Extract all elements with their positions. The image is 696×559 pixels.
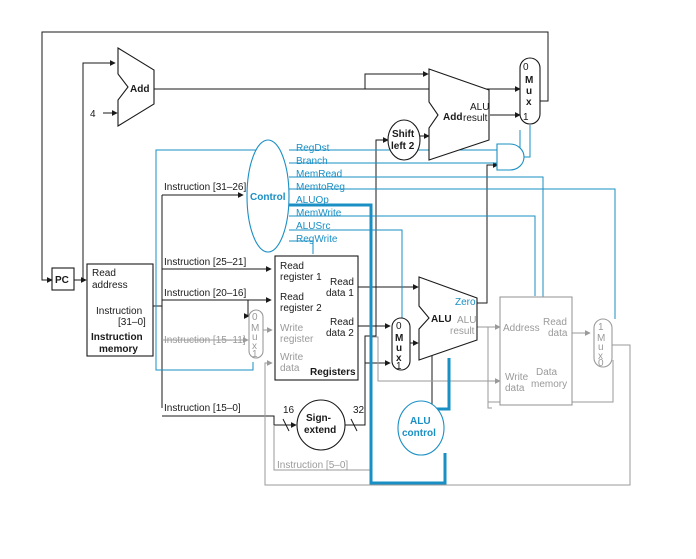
branch-adder-result-bottom: result	[463, 113, 488, 124]
alu-mux-u: u	[396, 343, 402, 354]
sign-extend-bottom: extend	[304, 425, 336, 436]
instruction-memory: Read address Instruction [31–0] Instruct…	[86, 263, 154, 357]
sign-extend: Sign- extend	[296, 399, 346, 451]
dm-write-b: data	[505, 383, 525, 394]
branch-mux: 0 M u x 1	[519, 57, 541, 125]
alu-mux-bottom: 1	[396, 361, 402, 372]
rf-read-data-1-b: data 1	[326, 288, 354, 299]
field-20-16: Instruction [20–16]	[164, 288, 246, 299]
sign-extend-bits-in: 16	[283, 405, 295, 416]
rf-read-data-2-a: Read	[330, 317, 354, 328]
dm-read-a: Read	[543, 317, 567, 328]
field-25-21: Instruction [25–21]	[164, 257, 246, 268]
mem-mux-bottom: 0	[598, 358, 604, 369]
control-signal-labels: RegDst Branch MemRead MemtoReg ALUOp Mem…	[296, 143, 345, 245]
rf-write-reg-b: register	[280, 334, 314, 345]
im-title-1: Instruction	[91, 332, 143, 343]
mem-mux-u: u	[598, 342, 604, 353]
rf-read-reg-2-a: Read	[280, 292, 304, 303]
alu-label: ALU	[431, 314, 452, 325]
sign-extend-bits-out: 32	[353, 405, 365, 416]
pc-adder: Add	[117, 47, 155, 127]
rf-read-reg-1-b: register 1	[280, 272, 322, 283]
branch-mux-bottom: 1	[523, 112, 529, 123]
reg-mux-x: x	[252, 341, 257, 352]
alu-mux-x: x	[396, 353, 402, 364]
alu-result-top: ALU	[457, 315, 476, 326]
signal-regwrite: RegWrite	[296, 234, 338, 245]
instruction-field-labels: Instruction [31–26] Instruction [25–21] …	[164, 182, 348, 471]
im-title-2: memory	[99, 344, 138, 355]
shift-left-bottom: left 2	[391, 141, 415, 152]
pc-label: PC	[55, 275, 69, 286]
signal-memread: MemRead	[296, 169, 342, 180]
branch-mux-x: x	[526, 97, 532, 108]
field-15-0: Instruction [15–0]	[164, 403, 241, 414]
dm-write-a: Write	[505, 372, 529, 383]
program-counter: PC	[51, 267, 75, 291]
data-memory: Address Read data Write data Data memory	[499, 296, 573, 406]
shift-left-top: Shift	[392, 129, 415, 140]
dm-title-1: Data	[536, 367, 558, 378]
branch-mux-u: u	[526, 86, 532, 97]
im-bits: [31–0]	[118, 317, 146, 328]
reg-mux-m: M	[251, 323, 259, 334]
branch-mux-top: 0	[523, 62, 529, 73]
rf-read-reg-1-a: Read	[280, 261, 304, 272]
im-read: Read	[92, 268, 116, 279]
rf-write-data-a: Write	[280, 352, 304, 363]
im-instruction: Instruction	[96, 306, 142, 317]
rf-title: Registers	[310, 367, 356, 378]
constant-four: 4	[90, 109, 96, 120]
branch-mux-m: M	[525, 75, 533, 86]
rf-read-reg-2-b: register 2	[280, 303, 322, 314]
alu-mux-top: 0	[396, 321, 402, 332]
signal-branch: Branch	[296, 156, 328, 167]
field-15-11: Instruction [15–11]	[164, 335, 246, 346]
alu-result-bottom: result	[450, 326, 475, 337]
signal-regdst: RegDst	[296, 143, 330, 154]
register-file: Read register 1 Read register 2 Write re…	[274, 255, 359, 381]
branch-adder-label: Add	[443, 112, 462, 123]
field-5-0: Instruction [5–0]	[277, 460, 348, 471]
dm-read-b: data	[548, 328, 568, 339]
control-label: Control	[250, 192, 286, 203]
rf-read-data-2-b: data 2	[326, 328, 354, 339]
control-unit: Control	[246, 139, 290, 253]
mem-mux-top: 1	[598, 322, 604, 333]
alusrc-mux: 0 M u x 1	[391, 317, 411, 372]
pc-adder-label: Add	[130, 84, 149, 95]
alu-control-top: ALU	[410, 416, 431, 427]
reg-mux-top: 0	[252, 312, 258, 323]
signal-memwrite: MemWrite	[296, 208, 342, 219]
alu: ALU Zero ALU result	[418, 276, 478, 361]
branch-adder: Add ALU result	[428, 68, 490, 161]
im-address: address	[92, 280, 128, 291]
alu-mux-m: M	[395, 333, 403, 344]
field-31-26: Instruction [31–26]	[164, 182, 246, 193]
memtoreg-mux: 1 M u x 0	[593, 318, 613, 369]
and-gate	[496, 143, 525, 171]
signal-aluop: ALUOp	[296, 195, 329, 206]
shift-left-2: Shift left 2	[387, 119, 421, 161]
reg-mux-bottom: 1	[252, 349, 258, 360]
mem-mux-x: x	[598, 351, 603, 362]
alu-control-bottom: control	[402, 428, 436, 439]
alu-control: ALU control	[397, 400, 445, 456]
dm-title-2: memory	[531, 379, 567, 390]
sign-extend-top: Sign-	[306, 413, 331, 424]
mem-mux-m: M	[597, 333, 605, 344]
signal-alusrc: ALUSrc	[296, 221, 330, 232]
rf-read-data-1-a: Read	[330, 277, 354, 288]
rf-write-reg-a: Write	[280, 323, 304, 334]
branch-adder-result-top: ALU	[470, 102, 489, 113]
dm-address: Address	[503, 323, 540, 334]
alu-zero-label: Zero	[455, 297, 476, 308]
rf-write-data-b: data	[280, 363, 300, 374]
signal-memtoreg: MemtoReg	[296, 182, 345, 193]
regdst-mux: 0 M u x 1	[248, 309, 264, 360]
reg-mux-u: u	[252, 332, 258, 343]
